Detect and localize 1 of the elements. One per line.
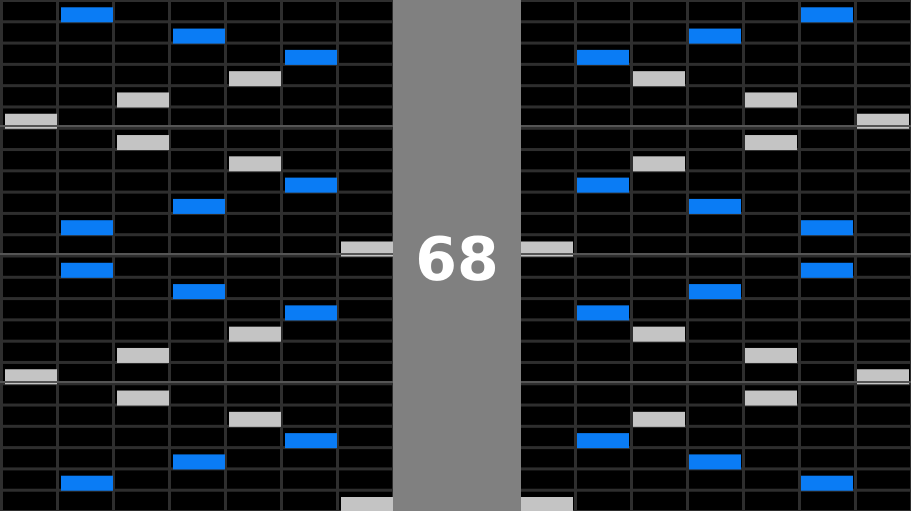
number-label: 68 [414, 224, 500, 297]
